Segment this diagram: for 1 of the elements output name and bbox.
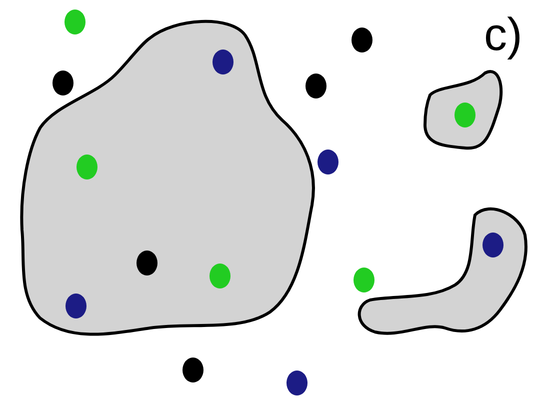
panel-label: c): [484, 8, 522, 60]
